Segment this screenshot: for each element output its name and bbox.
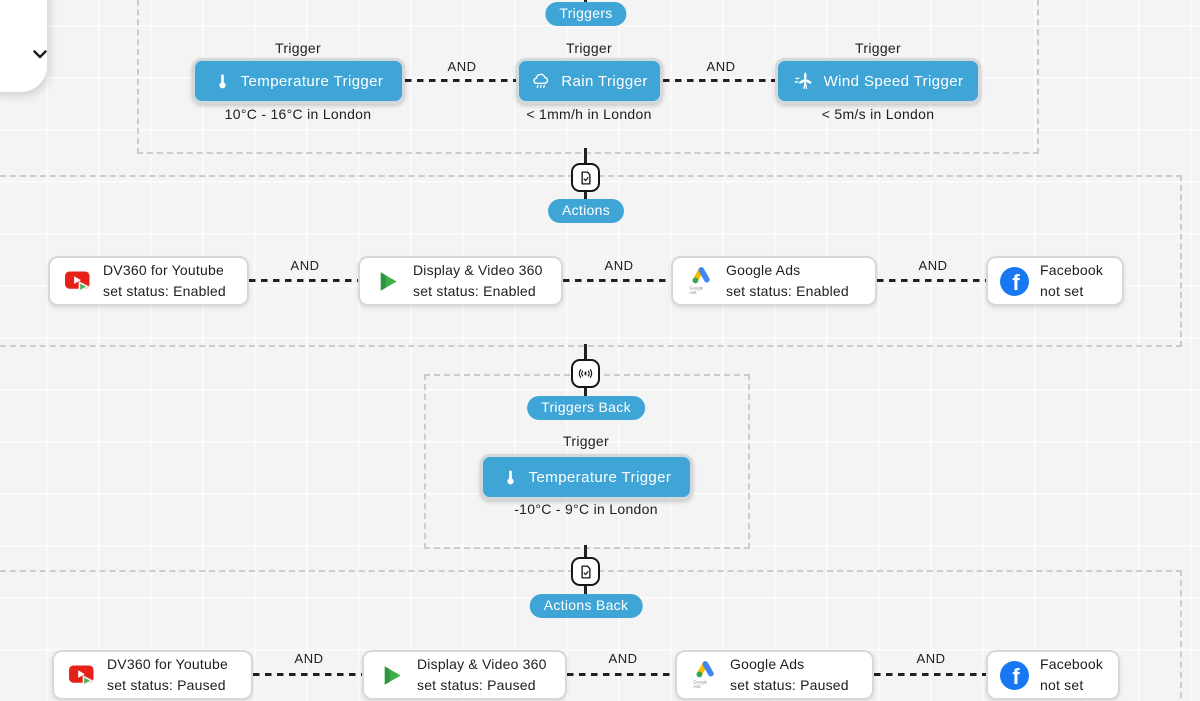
action-node-facebook[interactable]: f Facebook not set: [986, 256, 1124, 306]
action-node-facebook-back[interactable]: f Facebook not set: [986, 650, 1120, 700]
display-video-360-icon: [376, 664, 406, 687]
and-connector-line: [877, 279, 986, 282]
youtube-icon: [66, 664, 96, 687]
node-kind-label: Trigger: [855, 40, 901, 56]
google-ads-caption: Google Ads: [693, 680, 708, 690]
trigger-node-title: Temperature Trigger: [240, 72, 384, 90]
action-node-status: set status: Enabled: [726, 283, 849, 299]
action-node-title: DV360 for Youtube: [103, 262, 224, 278]
wind-turbine-icon: [793, 71, 814, 92]
action-node-display-video-360[interactable]: Display & Video 360 set status: Enabled: [358, 256, 563, 306]
and-connector-line: [563, 279, 671, 282]
group-badge-triggers[interactable]: Triggers: [545, 2, 627, 26]
display-video-360-icon: [372, 270, 402, 293]
group-border-triggers: [137, 0, 1039, 154]
and-label: AND: [294, 651, 324, 666]
action-node-title: Display & Video 360: [417, 656, 547, 672]
node-kind-label: Trigger: [566, 40, 612, 56]
and-connector-line: [249, 279, 358, 282]
action-node-title: Facebook: [1040, 262, 1104, 278]
rain-cloud-icon: [531, 71, 551, 91]
action-node-status: set status: Enabled: [413, 283, 536, 299]
group-badge-actions-back[interactable]: Actions Back: [529, 594, 643, 618]
and-label: AND: [290, 258, 320, 273]
trigger-node-title: Wind Speed Trigger: [823, 72, 964, 90]
node-kind-label: Trigger: [563, 433, 609, 449]
and-label: AND: [918, 258, 948, 273]
facebook-icon: f: [1000, 660, 1029, 690]
connector-node-triggers-back[interactable]: [571, 359, 600, 388]
trigger-condition: < 5m/s in London: [821, 106, 935, 122]
action-node-status: not set: [1040, 283, 1084, 299]
action-node-dv360-youtube-back[interactable]: DV360 for Youtube set status: Paused: [52, 650, 253, 700]
and-label: AND: [916, 651, 946, 666]
and-connector-line: [874, 673, 986, 676]
document-check-icon: [578, 170, 594, 186]
action-node-status: set status: Paused: [107, 677, 226, 693]
and-connector-line: [663, 79, 775, 82]
trigger-node-temperature[interactable]: Temperature Trigger: [192, 58, 405, 104]
action-node-status: set status: Paused: [730, 677, 849, 693]
google-ads-icon: Google Ads: [689, 659, 719, 691]
facebook-icon: f: [1000, 266, 1029, 296]
action-node-display-video-360-back[interactable]: Display & Video 360 set status: Paused: [362, 650, 567, 700]
and-label: AND: [604, 258, 634, 273]
trigger-condition: < 1mm/h in London: [526, 106, 652, 122]
and-label: AND: [608, 651, 638, 666]
action-node-google-ads-back[interactable]: Google Ads Google Ads set status: Paused: [675, 650, 874, 700]
google-ads-icon: Google Ads: [685, 265, 715, 297]
action-node-title: Google Ads: [730, 656, 805, 672]
action-node-title: Google Ads: [726, 262, 801, 278]
trigger-node-rain[interactable]: Rain Trigger: [516, 58, 663, 104]
and-connector-line: [567, 673, 675, 676]
trigger-node-wind-speed[interactable]: Wind Speed Trigger: [775, 58, 981, 104]
and-connector-line: [253, 673, 362, 676]
action-node-status: not set: [1040, 677, 1084, 693]
connector-node-actions[interactable]: [571, 163, 600, 192]
group-badge-triggers-back[interactable]: Triggers Back: [527, 396, 645, 420]
trigger-node-temperature-back[interactable]: Temperature Trigger: [480, 454, 693, 500]
action-node-status: set status: Paused: [417, 677, 536, 693]
trigger-node-title: Temperature Trigger: [528, 468, 672, 486]
trigger-condition: -10°C - 9°C in London: [514, 501, 658, 517]
chevron-down-icon[interactable]: [28, 42, 52, 66]
action-node-status: set status: Enabled: [103, 283, 226, 299]
and-label: AND: [447, 59, 477, 74]
group-badge-actions[interactable]: Actions: [547, 199, 625, 223]
youtube-icon: [62, 270, 92, 293]
connector-node-actions-back[interactable]: [571, 557, 600, 586]
node-kind-label: Trigger: [275, 40, 321, 56]
and-label: AND: [706, 59, 736, 74]
action-node-title: Display & Video 360: [413, 262, 543, 278]
trigger-node-title: Rain Trigger: [561, 72, 648, 90]
thermometer-icon: [502, 469, 519, 486]
action-node-title: DV360 for Youtube: [107, 656, 228, 672]
thermometer-icon: [214, 73, 231, 90]
action-node-title: Facebook: [1040, 656, 1104, 672]
and-connector-line: [405, 79, 516, 82]
document-check-icon: [578, 564, 594, 580]
broadcast-icon: [577, 365, 594, 382]
action-node-google-ads[interactable]: Google Ads Google Ads set status: Enable…: [671, 256, 877, 306]
google-ads-caption: Google Ads: [689, 286, 704, 296]
collapse-button[interactable]: [0, 0, 47, 92]
trigger-condition: 10°C - 16°C in London: [224, 106, 372, 122]
action-node-dv360-youtube[interactable]: DV360 for Youtube set status: Enabled: [48, 256, 249, 306]
